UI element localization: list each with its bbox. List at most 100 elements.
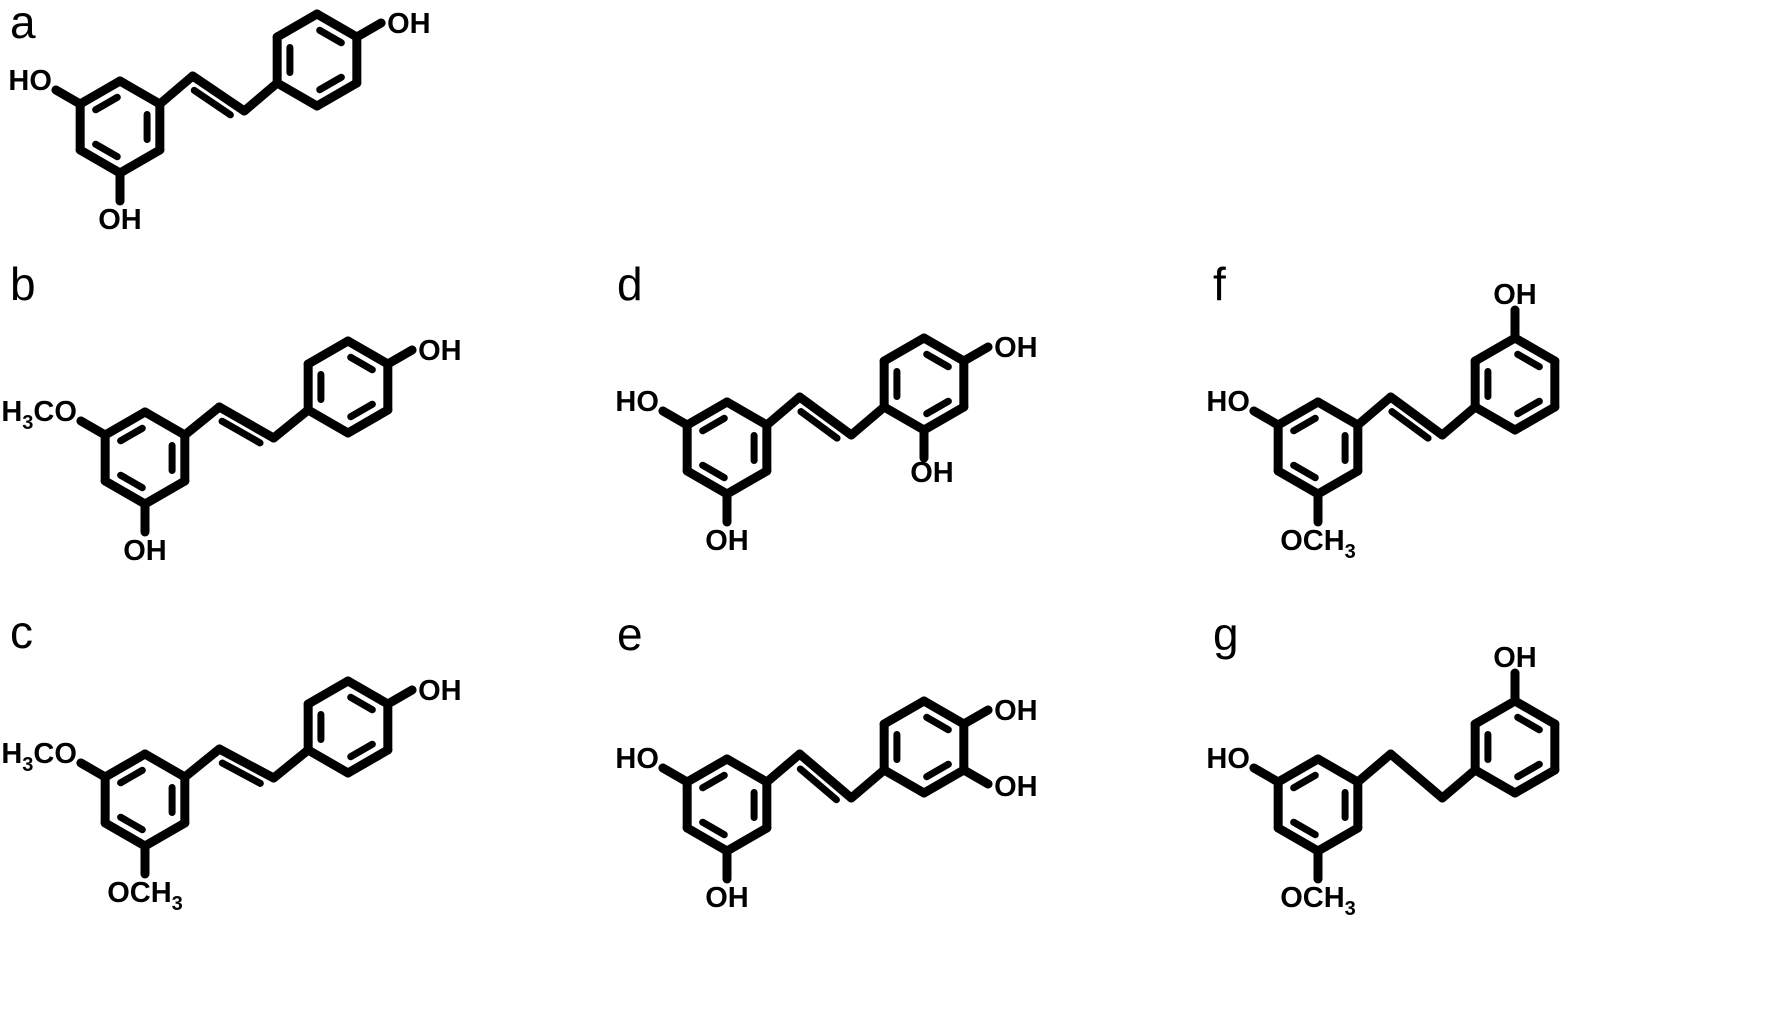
panel-label: b [10,258,36,310]
ring-bond [682,466,732,499]
bridge-bond [269,405,313,443]
ring-bond [140,818,190,851]
substituent-bond [959,765,993,789]
ring-bond [343,336,393,369]
ring-bond [1510,402,1560,435]
ring-bond [272,9,322,42]
substituent-bond [383,345,417,369]
ring-bond [312,9,362,42]
ring-double-bond [1290,818,1319,839]
ring-double-bond [347,740,376,761]
ring-bond [919,765,969,798]
ring-bond [682,754,732,787]
substituent-bond [959,705,993,729]
bridge-bond [188,71,249,116]
substituent-label: OH [994,695,1038,727]
substituent-label: OCH3 [1280,882,1356,920]
ring-bond [1273,754,1323,787]
substituent-label: OH [705,882,749,914]
ring-bond [879,333,929,366]
substituent-bond [959,342,993,366]
bridge-bond [1353,392,1396,430]
substituent-label: HO [615,743,659,775]
substituent-label: OH [123,535,167,567]
substituent-label: OH [994,771,1038,803]
bridge-bond [762,749,805,787]
ring-double-bond [117,471,146,492]
ring-bond [140,476,190,509]
ring-bond [1273,823,1323,856]
substituent-bond [1249,406,1283,430]
panel-label: e [617,608,643,660]
ring-double-bond [923,350,952,371]
ring-double-bond [347,400,376,421]
bridge-bond [846,402,889,440]
bridge-double-bond [797,408,841,442]
panel-label: g [1213,608,1239,660]
ring-bond [919,696,969,729]
substituent-label: OH [1493,279,1537,311]
ring-bond [343,745,393,778]
ring-bond [115,76,165,109]
ring-bond [75,145,125,178]
ring-double-bond [92,140,121,161]
ring-double-bond [1514,760,1543,781]
substituent-label: OH [910,457,954,489]
bridge-bond [795,749,856,803]
substituent-bond [76,758,110,782]
substituent-bond [658,406,692,430]
substituent-bond [658,763,692,787]
bridge-double-bond [1388,408,1432,442]
bridge-bond [1386,392,1447,440]
ring-double-bond [923,760,952,781]
ring-bond [1470,765,1520,798]
substituent-label: OH [705,525,749,557]
ring-bond [1313,397,1363,430]
substituent-bond [383,685,417,709]
substituent-label: OH [98,204,142,236]
ring-bond [140,749,190,782]
ring-double-bond [699,414,728,435]
ring-double-bond [117,766,146,787]
panel-label: c [10,606,33,658]
ring-bond [1273,466,1323,499]
ring-bond [682,397,732,430]
substituent-label: HO [1206,743,1250,775]
ring-bond [682,823,732,856]
ring-bond [722,466,772,499]
ring-bond [1470,402,1520,435]
ring-bond [140,407,190,440]
substituent-label: OCH3 [1280,525,1356,563]
bridge-double-bond [218,417,264,447]
ring-double-bond [1514,713,1543,734]
bridge-bond [762,392,805,430]
ring-double-bond [316,26,345,47]
substituent-label: H3CO [1,738,77,776]
ring-bond [100,749,150,782]
ring-double-bond [117,424,146,445]
ring-double-bond [699,771,728,792]
ring-bond [303,336,353,369]
ring-bond [722,823,772,856]
substituent-bond [352,18,386,42]
ring-bond [1273,397,1323,430]
ring-double-bond [347,693,376,714]
ring-bond [722,397,772,430]
substituent-label: HO [615,386,659,418]
bridge-double-bond [218,759,264,787]
ring-bond [919,333,969,366]
bridge-bond [1386,749,1447,803]
bridge-bond [1437,402,1480,440]
ring-double-bond [347,353,376,374]
substituent-label: OH [418,335,462,367]
ring-bond [1510,765,1560,798]
ring-bond [303,405,353,438]
ring-double-bond [923,397,952,418]
panel-label: a [10,0,36,48]
bridge-bond [214,744,279,783]
ring-bond [879,696,929,729]
